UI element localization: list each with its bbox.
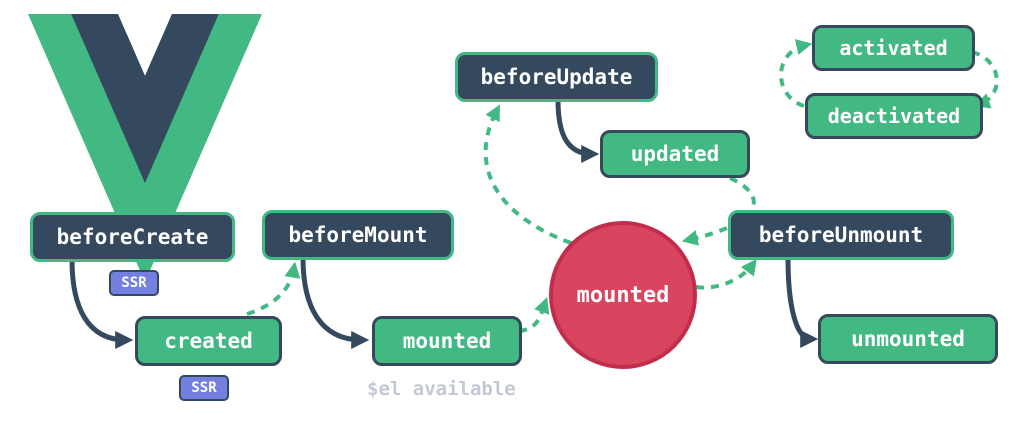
node-activated: activated xyxy=(812,25,975,71)
edge-mounted-circle-to-before-unmount xyxy=(695,258,757,290)
edge-deactivated-to-activated xyxy=(779,39,813,108)
node-mounted-state-circle: mounted xyxy=(549,221,697,369)
node-before-unmount: beforeUnmount xyxy=(728,210,954,260)
node-unmounted: unmounted xyxy=(818,314,998,364)
node-before-mount: beforeMount xyxy=(262,210,454,260)
ssr-badge: SSR xyxy=(109,270,159,296)
edge-before-update-to-updated xyxy=(555,97,600,163)
node-deactivated: deactivated xyxy=(805,93,983,139)
node-before-create: beforeCreate xyxy=(30,212,235,262)
node-before-update: beforeUpdate xyxy=(455,52,658,102)
edge-mounted-to-mounted-circle xyxy=(518,296,550,333)
node-mounted: mounted xyxy=(372,316,522,366)
el-available-note: $el available xyxy=(367,378,516,400)
edge-mounted-circle-to-before-update xyxy=(483,104,572,245)
edge-before-unmount-to-unmounted xyxy=(785,255,819,348)
edge-before-mount-to-mounted xyxy=(300,255,370,349)
vue-logo-icon xyxy=(28,14,262,282)
node-updated: updated xyxy=(600,130,750,178)
node-created: created xyxy=(135,316,282,366)
ssr-badge: SSR xyxy=(179,375,229,401)
